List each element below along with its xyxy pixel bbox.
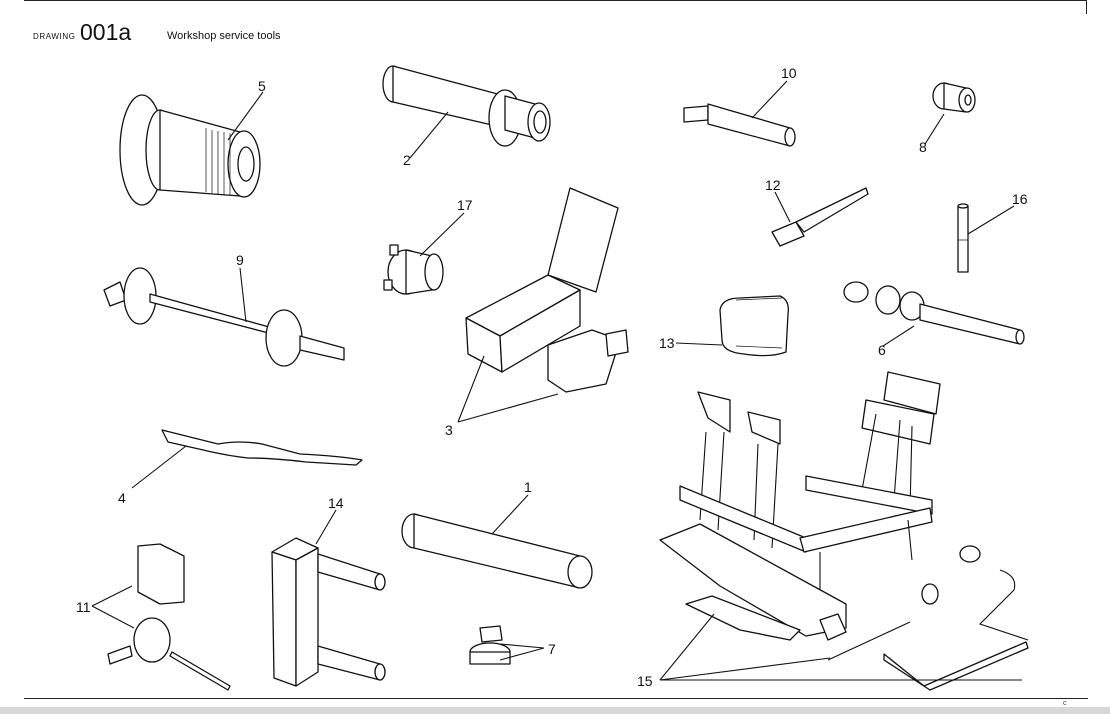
callout-3: 3 [445, 422, 453, 438]
callout-7: 7 [548, 641, 556, 657]
page-mark: c [1063, 700, 1067, 707]
part-5-bearing-installer[interactable] [119, 94, 261, 206]
part-10-pin[interactable] [683, 103, 796, 147]
part-15-stand-jack[interactable] [659, 371, 1029, 691]
callout-15: 15 [637, 673, 653, 689]
frame-top-rule [24, 0, 1086, 1]
part-11-gauge-set[interactable] [107, 543, 231, 691]
leader-lines [91, 80, 1022, 681]
frame-bottom-rule [24, 698, 1088, 699]
part-17-castle-socket[interactable] [383, 244, 444, 295]
part-13-knurled-sleeve[interactable] [719, 295, 789, 357]
part-1-bar[interactable] [401, 513, 593, 589]
part-4-hook-wrench[interactable] [161, 429, 363, 466]
bottom-strip [0, 707, 1110, 714]
callout-6: 6 [878, 342, 886, 358]
part-14-puller-frame[interactable] [271, 537, 386, 687]
callout-4: 4 [118, 490, 126, 506]
part-9-extractor-rod[interactable] [103, 267, 345, 367]
drawing-code: 001a [80, 19, 132, 45]
callout-1: 1 [524, 479, 532, 495]
callout-14: 14 [328, 495, 344, 511]
callout-12: 12 [765, 177, 781, 193]
callout-10: 10 [781, 65, 797, 81]
part-6-stepped-shaft[interactable] [843, 281, 1025, 345]
drawing-title: Workshop service tools [167, 30, 281, 42]
part-8-collar[interactable] [932, 82, 976, 113]
part-3-tool-case[interactable] [465, 187, 629, 393]
callout-9: 9 [236, 252, 244, 268]
part-16-dowel[interactable] [957, 203, 969, 273]
callout-numbers: 5 2 10 8 17 12 16 9 13 6 3 4 1 14 11 7 1… [76, 65, 1028, 689]
frame-right-tick [1086, 0, 1087, 14]
callout-5: 5 [258, 78, 266, 94]
callout-2: 2 [403, 152, 411, 168]
callout-16: 16 [1012, 191, 1028, 207]
callout-13: 13 [659, 335, 675, 351]
part-7-adapter[interactable] [469, 625, 511, 665]
part-12-probe[interactable] [771, 187, 869, 247]
callout-8: 8 [919, 139, 927, 155]
callout-17: 17 [457, 197, 473, 213]
callout-11: 11 [76, 599, 91, 615]
part-2-drift-tube[interactable] [382, 65, 551, 147]
drawing-label: DRAWING [33, 32, 76, 41]
